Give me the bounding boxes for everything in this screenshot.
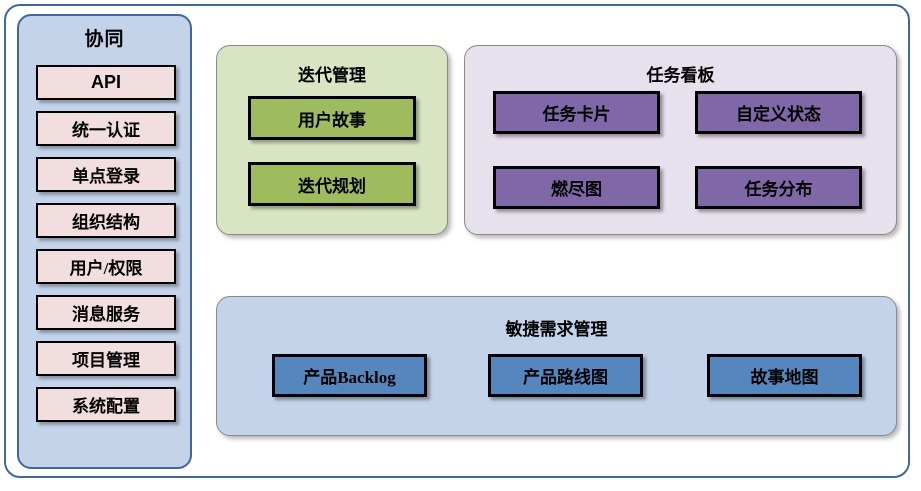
- taskboard-box-task-card[interactable]: 任务卡片: [493, 91, 660, 134]
- panel-agile-title: 敏捷需求管理: [505, 320, 608, 339]
- sidebar-item-label: 消息服务: [72, 305, 140, 324]
- agile-box-story-map[interactable]: 故事地图: [707, 354, 862, 397]
- sidebar-item-label: API: [90, 72, 121, 92]
- box-label: 燃尽图: [551, 180, 602, 199]
- sidebar-item-label: 项目管理: [72, 351, 140, 370]
- collaboration-item-list: API 统一认证 单点登录 组织结构 用户/权限 消息服务 项目管理 系统配置: [36, 65, 176, 433]
- panel-iteration-title: 迭代管理: [298, 66, 366, 85]
- taskboard-box-custom-status[interactable]: 自定义状态: [695, 91, 862, 134]
- panel-task-board-title: 任务看板: [646, 66, 715, 85]
- sidebar-item-unified-auth[interactable]: 统一认证: [36, 111, 176, 146]
- panel-collaboration[interactable]: 协同 API 统一认证 单点登录 组织结构 用户/权限 消息服务 项目管理: [17, 14, 192, 469]
- sidebar-item-org-structure[interactable]: 组织结构: [36, 203, 176, 238]
- panel-task-board[interactable]: 任务看板 任务卡片 自定义状态 燃尽图 任务分布: [464, 45, 897, 235]
- box-label: 产品Backlog: [303, 368, 396, 387]
- box-label: 故事地图: [750, 368, 819, 387]
- sidebar-item-label: 组织结构: [72, 213, 140, 232]
- taskboard-box-task-distribution[interactable]: 任务分布: [695, 166, 862, 209]
- sidebar-item-single-sign-on[interactable]: 单点登录: [36, 157, 176, 192]
- panel-agile-requirements[interactable]: 敏捷需求管理 产品Backlog 产品路线图 故事地图: [216, 296, 897, 436]
- box-label: 迭代规划: [298, 176, 366, 196]
- sidebar-item-label: 系统配置: [72, 397, 140, 416]
- panel-iteration-management[interactable]: 迭代管理 用户故事 迭代规划: [216, 45, 448, 235]
- agile-box-product-backlog[interactable]: 产品Backlog: [272, 354, 427, 397]
- sidebar-item-label: 单点登录: [72, 167, 140, 186]
- box-label: 任务分布: [744, 180, 813, 199]
- iteration-box-user-story[interactable]: 用户故事: [248, 96, 416, 140]
- sidebar-item-api[interactable]: API: [36, 65, 176, 100]
- sidebar-item-user-permission[interactable]: 用户/权限: [36, 249, 176, 284]
- sidebar-item-project-management[interactable]: 项目管理: [36, 341, 176, 376]
- box-label: 产品路线图: [523, 368, 608, 387]
- box-label: 任务卡片: [542, 105, 611, 124]
- sidebar-item-label: 用户/权限: [69, 259, 143, 278]
- box-label: 自定义状态: [736, 105, 821, 124]
- sidebar-item-message-service[interactable]: 消息服务: [36, 295, 176, 330]
- box-label: 用户故事: [298, 110, 366, 130]
- sidebar-item-label: 统一认证: [72, 121, 140, 140]
- iteration-box-iteration-planning[interactable]: 迭代规划: [248, 162, 416, 206]
- taskboard-box-burndown-chart[interactable]: 燃尽图: [493, 166, 660, 209]
- agile-box-product-roadmap[interactable]: 产品路线图: [488, 354, 643, 397]
- sidebar-item-system-config[interactable]: 系统配置: [36, 387, 176, 422]
- panel-collaboration-title: 协同: [84, 29, 125, 50]
